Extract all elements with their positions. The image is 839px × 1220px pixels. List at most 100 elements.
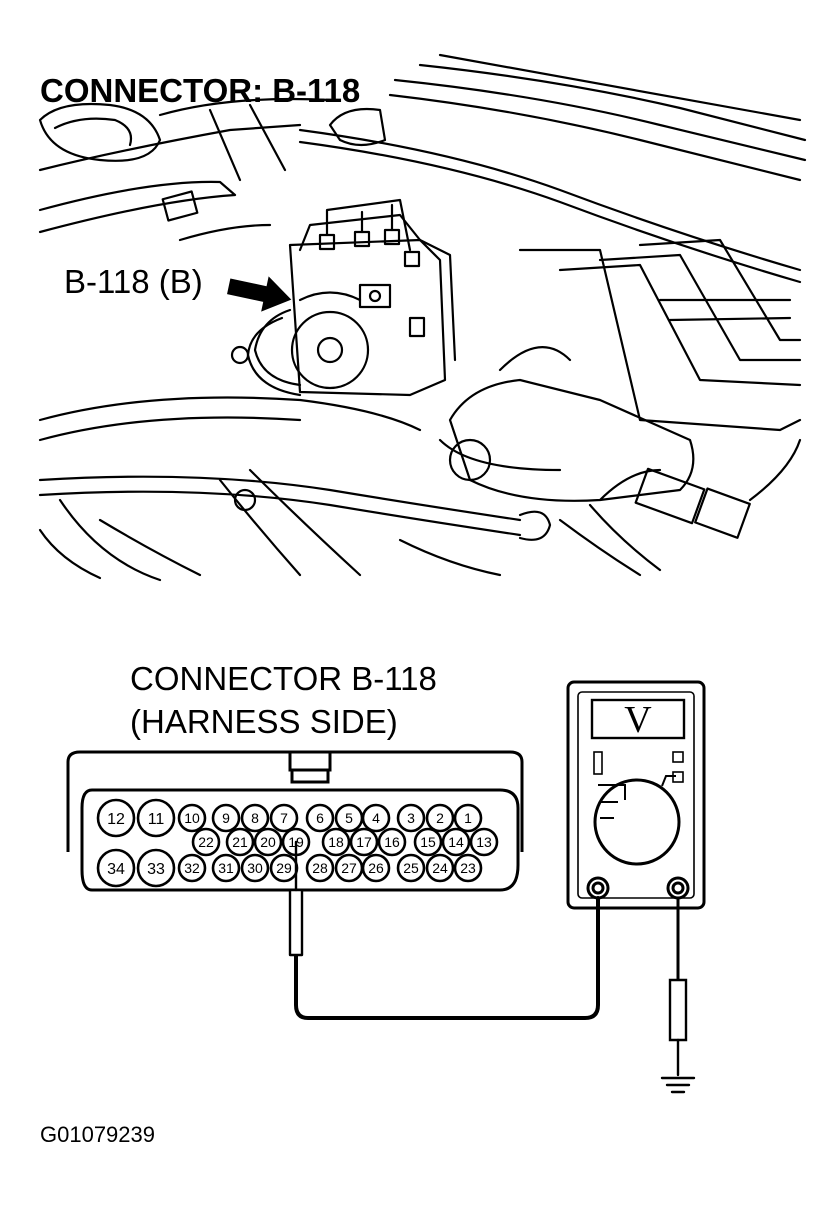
pin-17: 17 xyxy=(349,827,379,857)
pin-cavity xyxy=(305,853,335,883)
pin-cavity xyxy=(425,853,455,883)
pin-number: 22 xyxy=(198,834,214,850)
multimeter xyxy=(566,680,706,910)
pin-25: 25 xyxy=(396,853,426,883)
pin-cavity xyxy=(96,848,136,888)
pin-14: 14 xyxy=(441,827,471,857)
pin-cavity xyxy=(211,853,241,883)
pin-number: 26 xyxy=(368,860,384,876)
connector-title: CONNECTOR B-118 xyxy=(130,660,437,697)
pin-number: 13 xyxy=(476,834,492,850)
ground-symbol-icon xyxy=(660,1076,696,1094)
pin-cavity xyxy=(453,853,483,883)
pin-cavity xyxy=(96,798,136,838)
pin-number: 6 xyxy=(316,810,324,826)
pin-number: 32 xyxy=(184,860,200,876)
pin-cavity xyxy=(425,803,455,833)
pin-27: 27 xyxy=(334,853,364,883)
top-view-title: CONNECTOR: B-118 xyxy=(40,72,360,109)
pin-cavity xyxy=(191,827,221,857)
pin-26: 26 xyxy=(361,853,391,883)
pin-6: 6 xyxy=(305,803,335,833)
pin-28: 28 xyxy=(305,853,335,883)
pin-cavity xyxy=(177,803,207,833)
pin-number: 27 xyxy=(341,860,357,876)
pin-cavity xyxy=(469,827,499,857)
test-lead-to-pin xyxy=(288,840,600,1020)
pin-number: 21 xyxy=(232,834,248,850)
callout-label: B-118 (B) xyxy=(64,263,203,300)
pin-cavity xyxy=(413,827,443,857)
figure-id: G01079239 xyxy=(40,1122,155,1147)
pin-cavity xyxy=(269,803,299,833)
pin-cavity xyxy=(136,848,176,888)
pin-number: 1 xyxy=(464,810,472,826)
pin-number: 20 xyxy=(260,834,276,850)
pin-number: 11 xyxy=(148,811,165,828)
pin-16: 16 xyxy=(377,827,407,857)
pin-18: 18 xyxy=(321,827,351,857)
pin-33: 33 xyxy=(136,848,176,888)
pin-21: 21 xyxy=(225,827,255,857)
pin-number: 30 xyxy=(247,860,263,876)
pin-24: 24 xyxy=(425,853,455,883)
pin-number: 17 xyxy=(356,834,372,850)
pin-cavity xyxy=(253,827,283,857)
test-lead-to-ground xyxy=(668,896,688,1077)
meter-display-letter: V xyxy=(624,699,652,741)
pin-number: 12 xyxy=(107,811,125,828)
pin-cavity xyxy=(136,798,176,838)
pin-cavity xyxy=(453,803,483,833)
pin-9: 9 xyxy=(211,803,241,833)
pin-number: 24 xyxy=(432,860,448,876)
pin-number: 28 xyxy=(312,860,328,876)
pin-number: 29 xyxy=(276,860,292,876)
pin-7: 7 xyxy=(269,803,299,833)
pin-22: 22 xyxy=(191,827,221,857)
engine-bay-illustration xyxy=(38,53,807,582)
pin-29: 29 xyxy=(269,853,299,883)
pin-15: 15 xyxy=(413,827,443,857)
pin-32: 32 xyxy=(177,853,207,883)
pin-cavity xyxy=(441,827,471,857)
pin-23: 23 xyxy=(453,853,483,883)
pin-cavity xyxy=(240,803,270,833)
pin-number: 8 xyxy=(251,810,259,826)
pin-number: 33 xyxy=(147,861,165,878)
pin-10: 10 xyxy=(177,803,207,833)
pin-number: 4 xyxy=(372,810,380,826)
pin-number: 31 xyxy=(218,860,234,876)
pin-number: 34 xyxy=(107,861,125,878)
pin-8: 8 xyxy=(240,803,270,833)
pin-34: 34 xyxy=(96,848,136,888)
pin-cavity xyxy=(211,803,241,833)
pin-cavity xyxy=(361,803,391,833)
callout-label-backdrop xyxy=(62,258,222,302)
pin-13: 13 xyxy=(469,827,499,857)
pin-5: 5 xyxy=(334,803,364,833)
pin-20: 20 xyxy=(253,827,283,857)
pin-number: 3 xyxy=(407,810,415,826)
pin-31: 31 xyxy=(211,853,241,883)
connector-housing xyxy=(66,750,524,892)
pin-cavity xyxy=(225,827,255,857)
pin-number: 14 xyxy=(448,834,464,850)
pin-number: 18 xyxy=(328,834,344,850)
pin-1: 1 xyxy=(453,803,483,833)
pin-2: 2 xyxy=(425,803,455,833)
pin-cavity xyxy=(321,827,351,857)
pin-cavity xyxy=(177,853,207,883)
pin-number: 7 xyxy=(280,810,288,826)
pin-cavity xyxy=(240,853,270,883)
pin-cavity xyxy=(396,853,426,883)
pin-number: 10 xyxy=(184,810,200,826)
pin-cavity xyxy=(396,803,426,833)
pin-number: 2 xyxy=(436,810,444,826)
callout-arrow-icon xyxy=(227,276,292,312)
pin-3: 3 xyxy=(396,803,426,833)
pin-cavity xyxy=(361,853,391,883)
pin-4: 4 xyxy=(361,803,391,833)
pin-30: 30 xyxy=(240,853,270,883)
